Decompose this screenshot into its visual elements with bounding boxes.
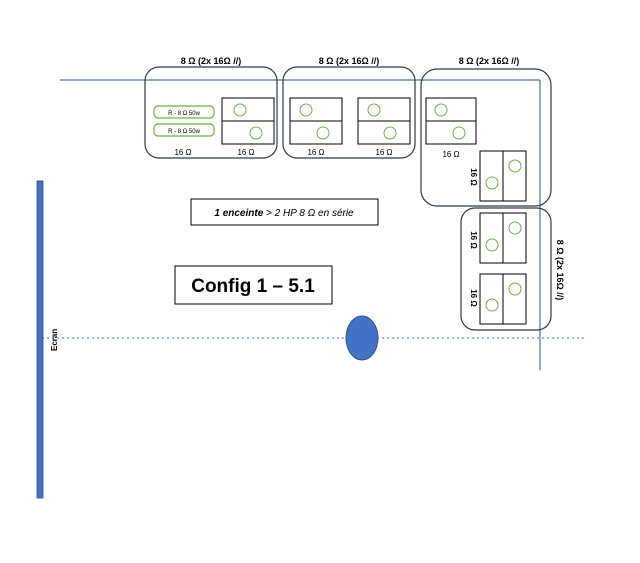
sub-impedance-label: 16 Ω	[469, 289, 478, 307]
speaker-group-top-right: 8 Ω (2x 16Ω //) 16 Ω 16 Ω	[420, 56, 552, 207]
resistor	[153, 123, 215, 137]
screen-label: Ecran	[50, 329, 59, 351]
group-frame	[282, 66, 416, 159]
speaker-group-top-middle: 8 Ω (2x 16Ω //) 16 Ω 16 Ω	[282, 56, 416, 159]
resistor-label: R - 8 Ω 50w	[168, 129, 200, 135]
speaker-driver	[316, 126, 330, 140]
group-frame	[420, 68, 552, 207]
sub-impedance-label: 16 Ω	[469, 168, 478, 186]
speaker-driver	[485, 298, 499, 312]
resistor-label: R - 8 Ω 50w	[168, 111, 200, 117]
sub-impedance-label: 16 Ω	[442, 150, 459, 159]
speaker-group-right-side: 8 Ω (2x 16Ω //) 16 Ω 16 Ω	[460, 207, 565, 331]
group-label: 8 Ω (2x 16Ω //)	[459, 56, 519, 66]
config-title-box	[174, 265, 333, 305]
speaker-driver	[508, 159, 522, 173]
speaker-driver	[434, 103, 448, 117]
speaker-driver	[233, 103, 247, 117]
note-text: 1 enceinte > 2 HP 8 Ω en série	[214, 208, 354, 219]
speaker-driver	[249, 126, 263, 140]
speaker-driver	[485, 238, 499, 252]
group-frame	[460, 207, 552, 331]
speaker-driver	[508, 282, 522, 296]
sub-impedance-label: 16 Ω	[375, 148, 392, 157]
group-label: 8 Ω (2x 16Ω //)	[319, 56, 379, 66]
sub-impedance-label: 16 Ω	[469, 231, 478, 249]
config-title: Config 1 – 5.1	[191, 276, 315, 297]
group-label: 8 Ω (2x 16Ω //)	[181, 56, 241, 66]
speaker-driver	[508, 221, 522, 235]
resistor	[153, 105, 215, 119]
sub-impedance-label: 16 Ω	[174, 148, 191, 157]
speaker-driver	[452, 126, 466, 140]
note-rest: > 2 HP 8 Ω en série	[263, 208, 354, 219]
note-bold: 1 enceinte	[214, 208, 263, 219]
note-box	[190, 198, 379, 226]
sub-impedance-label: 16 Ω	[237, 148, 254, 157]
speaker-driver	[299, 103, 313, 117]
speaker-group-top-left: 8 Ω (2x 16Ω //) R - 8 Ω 50w R - 8 Ω 50w …	[144, 56, 278, 159]
speaker-driver	[367, 103, 381, 117]
speaker-driver	[383, 126, 397, 140]
listener-position	[345, 315, 379, 361]
screen-bar	[36, 180, 44, 499]
group-frame	[144, 66, 278, 159]
group-label: 8 Ω (2x 16Ω //)	[555, 240, 565, 300]
speaker-driver	[485, 176, 499, 190]
sub-impedance-label: 16 Ω	[307, 148, 324, 157]
